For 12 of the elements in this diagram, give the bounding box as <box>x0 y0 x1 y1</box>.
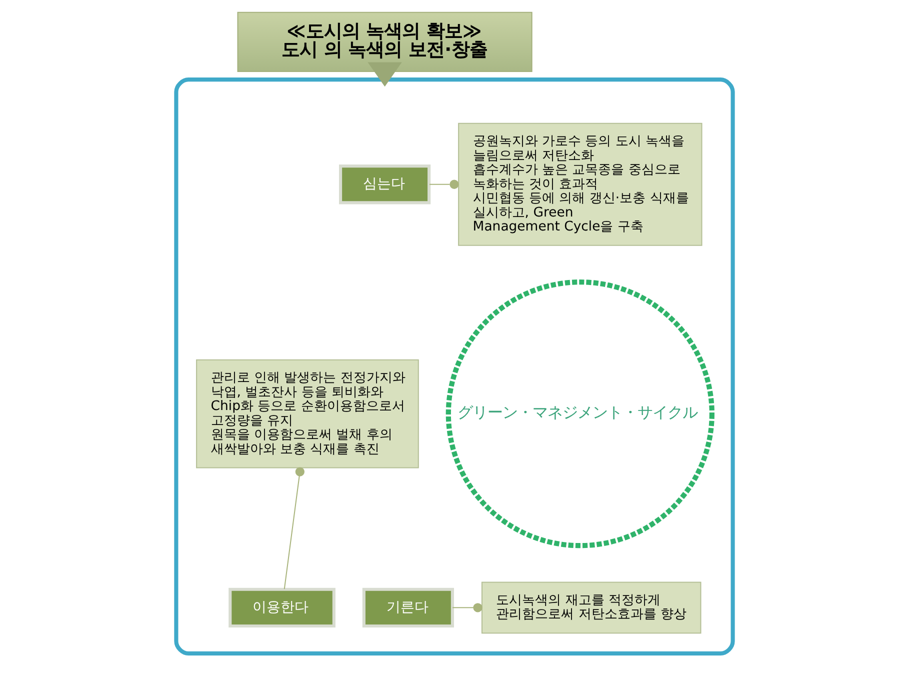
node-circle: グリーン・マネジメント・サイクル <box>446 280 714 548</box>
node-box: 기른다 <box>362 588 454 628</box>
node-box: 이용한다 <box>228 588 336 628</box>
node-box: 심는다 <box>339 164 431 204</box>
cluster <box>174 78 735 656</box>
connector <box>284 467 304 590</box>
connector <box>452 603 482 612</box>
connector <box>429 180 459 189</box>
node-box: 관리로 인해 발생하는 전정가지와 낙엽, 벌초잔사 등을 퇴비화와 Chip화 등으로 순환이용함으로서 고정량을 유지 원목을 이용함으로써 벌채 후의 새싹발아와 보충 식재를 촉진 <box>196 359 419 468</box>
arrow <box>368 62 402 87</box>
node-box: 공원녹지와 가로수 등의 도시 녹색을 늘림으로써 저탄소화 흡수계수가 높은 교목종을 중심으로 녹화하는 것이 효과적 시민협동 등에 의해 갱신·보충 식재를 실시하고, Green Management Cycle을 구축 <box>458 122 702 246</box>
node-box: 도시녹색의 재고를 적정하게 관리함으로써 저탄소효과를 향상 <box>481 582 702 634</box>
